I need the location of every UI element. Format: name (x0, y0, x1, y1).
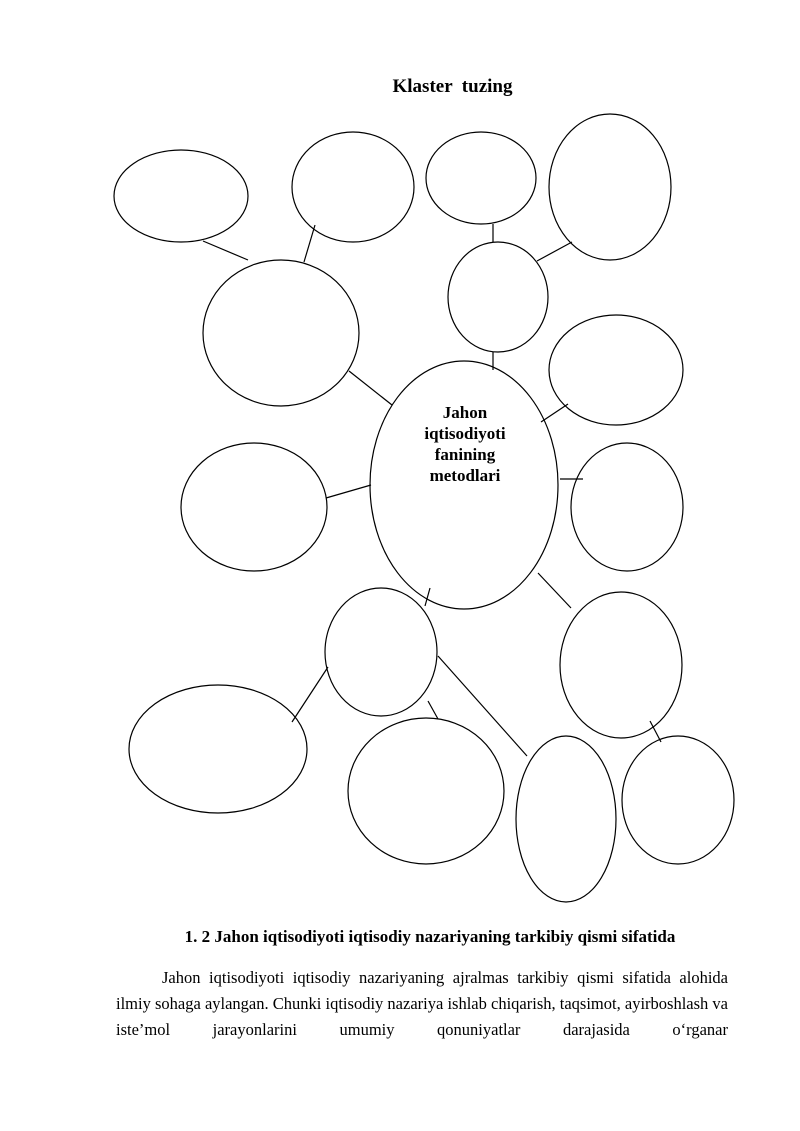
cluster-bubble (447, 241, 549, 353)
section-heading: 1. 2 Jahon iqtisodiyoti iqtisodiy nazari… (184, 927, 676, 946)
connector-line (540, 403, 569, 423)
cluster-bubble (347, 717, 505, 865)
connector-line (437, 655, 528, 757)
connector-line (427, 700, 439, 720)
body-paragraph: Jahon iqtisodiyoti iqtisodiy nazariyanin… (116, 968, 728, 1039)
connector-line (303, 224, 316, 263)
center-label-line: fanining (434, 445, 496, 464)
body-text: Jahon iqtisodiyoti iqtisodiy nazariyanin… (116, 965, 728, 1043)
connector-line (348, 370, 393, 406)
connector-line (325, 484, 372, 499)
cluster-center-bubble (369, 360, 559, 610)
cluster-bubble (113, 149, 249, 243)
cluster-bubble (291, 131, 415, 243)
cluster-center-label: Jahon iqtisodiyoti fanining metodlari (395, 402, 535, 486)
cluster-bubble (180, 442, 328, 572)
cluster-bubble (128, 684, 308, 814)
cluster-bubble (425, 131, 537, 225)
connector-line (537, 572, 572, 609)
page-title: Klaster tuzing (392, 76, 513, 97)
connector-line (649, 720, 662, 743)
connector-line (202, 240, 249, 261)
cluster-bubble (570, 442, 684, 572)
cluster-bubble (202, 259, 360, 407)
cluster-bubble (548, 314, 684, 426)
cluster-bubble (515, 735, 617, 903)
connector-line (424, 587, 431, 607)
cluster-bubble (548, 113, 672, 261)
cluster-bubble (559, 591, 683, 739)
connector-line (536, 241, 573, 262)
center-label-line: iqtisodiyoti (424, 424, 506, 443)
center-label-line: Jahon (442, 403, 488, 422)
center-label-line: metodlari (429, 466, 501, 485)
cluster-bubble (621, 735, 735, 865)
cluster-bubble (324, 587, 438, 717)
connector-line (291, 666, 329, 723)
